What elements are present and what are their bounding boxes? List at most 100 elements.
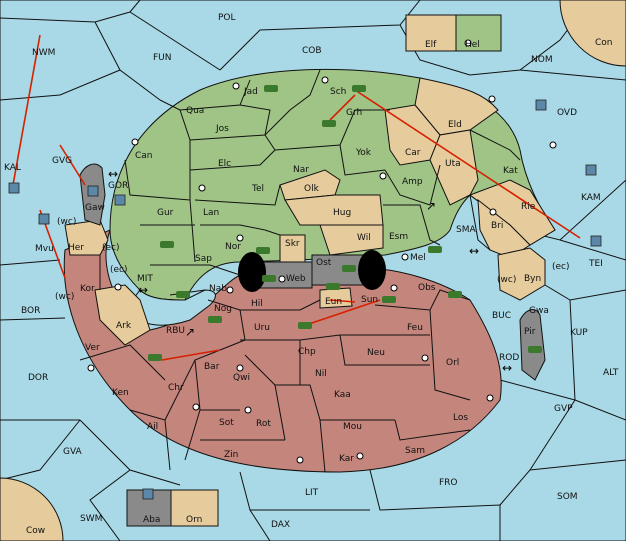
land-label-orl: Orl bbox=[446, 358, 459, 368]
coast-label-byn-wc: (wc) bbox=[497, 275, 516, 285]
land-label-uru: Uru bbox=[254, 323, 270, 333]
land-label-lan: Lan bbox=[203, 208, 219, 218]
land-label-chr: Chr bbox=[168, 383, 184, 393]
land-label-wil: Wil bbox=[357, 233, 371, 243]
land-label-ver: Ver bbox=[85, 343, 100, 353]
svg-text:↔: ↔ bbox=[138, 283, 148, 297]
ark-tan bbox=[94, 284, 151, 346]
land-label-sch: Sch bbox=[330, 87, 346, 97]
sea-label-swm: SWM bbox=[80, 514, 102, 524]
coast-label-kor-wc: (wc) bbox=[55, 292, 74, 302]
land-label-elc: Elc bbox=[218, 159, 231, 169]
sea-label-kup: KUP bbox=[570, 328, 588, 338]
land-label-uta: Uta bbox=[445, 159, 461, 169]
supply-centers bbox=[87, 39, 557, 464]
land-label-jos: Jos bbox=[215, 124, 229, 134]
svg-text:↔: ↔ bbox=[469, 244, 479, 258]
sea-label-buc: BUC bbox=[492, 311, 511, 321]
land-label-obs: Obs bbox=[418, 283, 436, 293]
land-label-nar: Nar bbox=[293, 165, 309, 175]
center-left-blob bbox=[238, 252, 266, 292]
sea-label-tei: TEI bbox=[588, 259, 603, 269]
sea-label-dax: DAX bbox=[271, 520, 290, 530]
land-label-ark: Ark bbox=[116, 321, 132, 331]
hug-tan bbox=[284, 194, 384, 226]
order-arrows bbox=[12, 34, 581, 361]
coast-label-gaw-ec: (ec) bbox=[102, 243, 120, 253]
land-label-feu: Feu bbox=[407, 323, 423, 333]
land-label-mel: Mel bbox=[410, 253, 426, 263]
land-label-chp: Chp bbox=[298, 347, 316, 357]
svg-text:↗: ↗ bbox=[426, 199, 436, 213]
sea-label-rbu: RBU bbox=[166, 326, 185, 336]
box-label-elf: Elf bbox=[425, 40, 437, 50]
land-label-ail: Ail bbox=[147, 422, 158, 432]
land-label-neu: Neu bbox=[367, 348, 385, 358]
land-label-nog: Nog bbox=[214, 304, 232, 314]
sea-label-dor: DOR bbox=[28, 373, 48, 383]
svg-text:↗: ↗ bbox=[185, 325, 195, 339]
inner-sea bbox=[124, 289, 216, 326]
land-label-eun: Eun bbox=[325, 297, 342, 307]
land-label-ken: Ken bbox=[112, 388, 129, 398]
sea-label-nwm: NWM bbox=[32, 48, 55, 58]
center-right-blob bbox=[358, 250, 386, 290]
svg-text:↔: ↔ bbox=[108, 167, 118, 181]
sea-label-pol: POL bbox=[218, 13, 236, 23]
sea-label-fro: FRO bbox=[439, 478, 458, 488]
adjacency-markers: ↔ ↔ ↗ ↔ ↗ ↔ bbox=[108, 167, 512, 375]
land-label-kor: Kor bbox=[80, 284, 95, 294]
land-label-sam: Sam bbox=[405, 446, 425, 456]
land-label-her: Her bbox=[68, 243, 84, 253]
con-region bbox=[559, 0, 626, 67]
hel-box bbox=[455, 14, 502, 52]
uta-tan bbox=[429, 129, 479, 206]
coast-label-byn-ec: (ec) bbox=[552, 262, 570, 272]
coast-label-kor-ec: (ec) bbox=[110, 265, 128, 275]
land-label-kaa: Kaa bbox=[334, 390, 351, 400]
sea-label-lit: LIT bbox=[305, 488, 319, 498]
land-label-web: Web bbox=[286, 274, 306, 284]
land-label-tel: Tel bbox=[251, 184, 264, 194]
sea-label-sma: SMA bbox=[456, 225, 476, 235]
sea-label-alt: ALT bbox=[603, 368, 619, 378]
sea-label-nom: NOM bbox=[531, 55, 553, 65]
land-label-los: Los bbox=[453, 413, 468, 423]
box-label-orn: Orn bbox=[186, 515, 202, 525]
land-label-skr: Skr bbox=[285, 239, 300, 249]
land-label-nil: Nil bbox=[315, 369, 327, 379]
wil-tan bbox=[319, 224, 384, 256]
land-label-kat: Kat bbox=[503, 166, 518, 176]
land-label-byn: Byn bbox=[524, 274, 541, 284]
sea-label-rod: ROD bbox=[499, 353, 519, 363]
land-label-hil: Hil bbox=[251, 299, 263, 309]
land-label-qwi: Qwi bbox=[233, 373, 250, 383]
olk-tan bbox=[279, 169, 341, 201]
land-label-qua: Qua bbox=[186, 106, 204, 116]
land-label-grh: Grh bbox=[346, 108, 362, 118]
land-label-ost: Ost bbox=[316, 258, 332, 268]
land-label-gaw: Gaw bbox=[85, 203, 105, 213]
land-label-pir: Pir bbox=[524, 327, 536, 337]
land-label-esm: Esm bbox=[389, 232, 408, 242]
land-label-rot: Rot bbox=[256, 419, 271, 429]
sea-label-bor: BOR bbox=[21, 306, 40, 316]
fleet-units bbox=[8, 99, 602, 500]
box-label-hel: Hel bbox=[465, 40, 480, 50]
army-units bbox=[148, 85, 542, 361]
land-label-hug: Hug bbox=[333, 208, 351, 218]
sea-label-gvg: GVG bbox=[52, 156, 72, 166]
land-label-olk: Olk bbox=[304, 184, 320, 194]
land-label-mvu: Mvu bbox=[35, 244, 54, 254]
land-label-bri: Bri bbox=[491, 221, 503, 231]
land-label-car: Car bbox=[405, 148, 421, 158]
sea-label-som: SOM bbox=[557, 492, 578, 502]
eun-tan bbox=[319, 287, 353, 309]
land-label-sun: Sun bbox=[361, 295, 378, 305]
box-label-aba: Aba bbox=[143, 515, 160, 525]
land-label-gwa: Gwa bbox=[529, 306, 549, 316]
sea-label-ovd: OVD bbox=[557, 108, 577, 118]
sea-label-gva: GVA bbox=[63, 447, 83, 457]
sea-label-kam: KAM bbox=[581, 193, 601, 203]
